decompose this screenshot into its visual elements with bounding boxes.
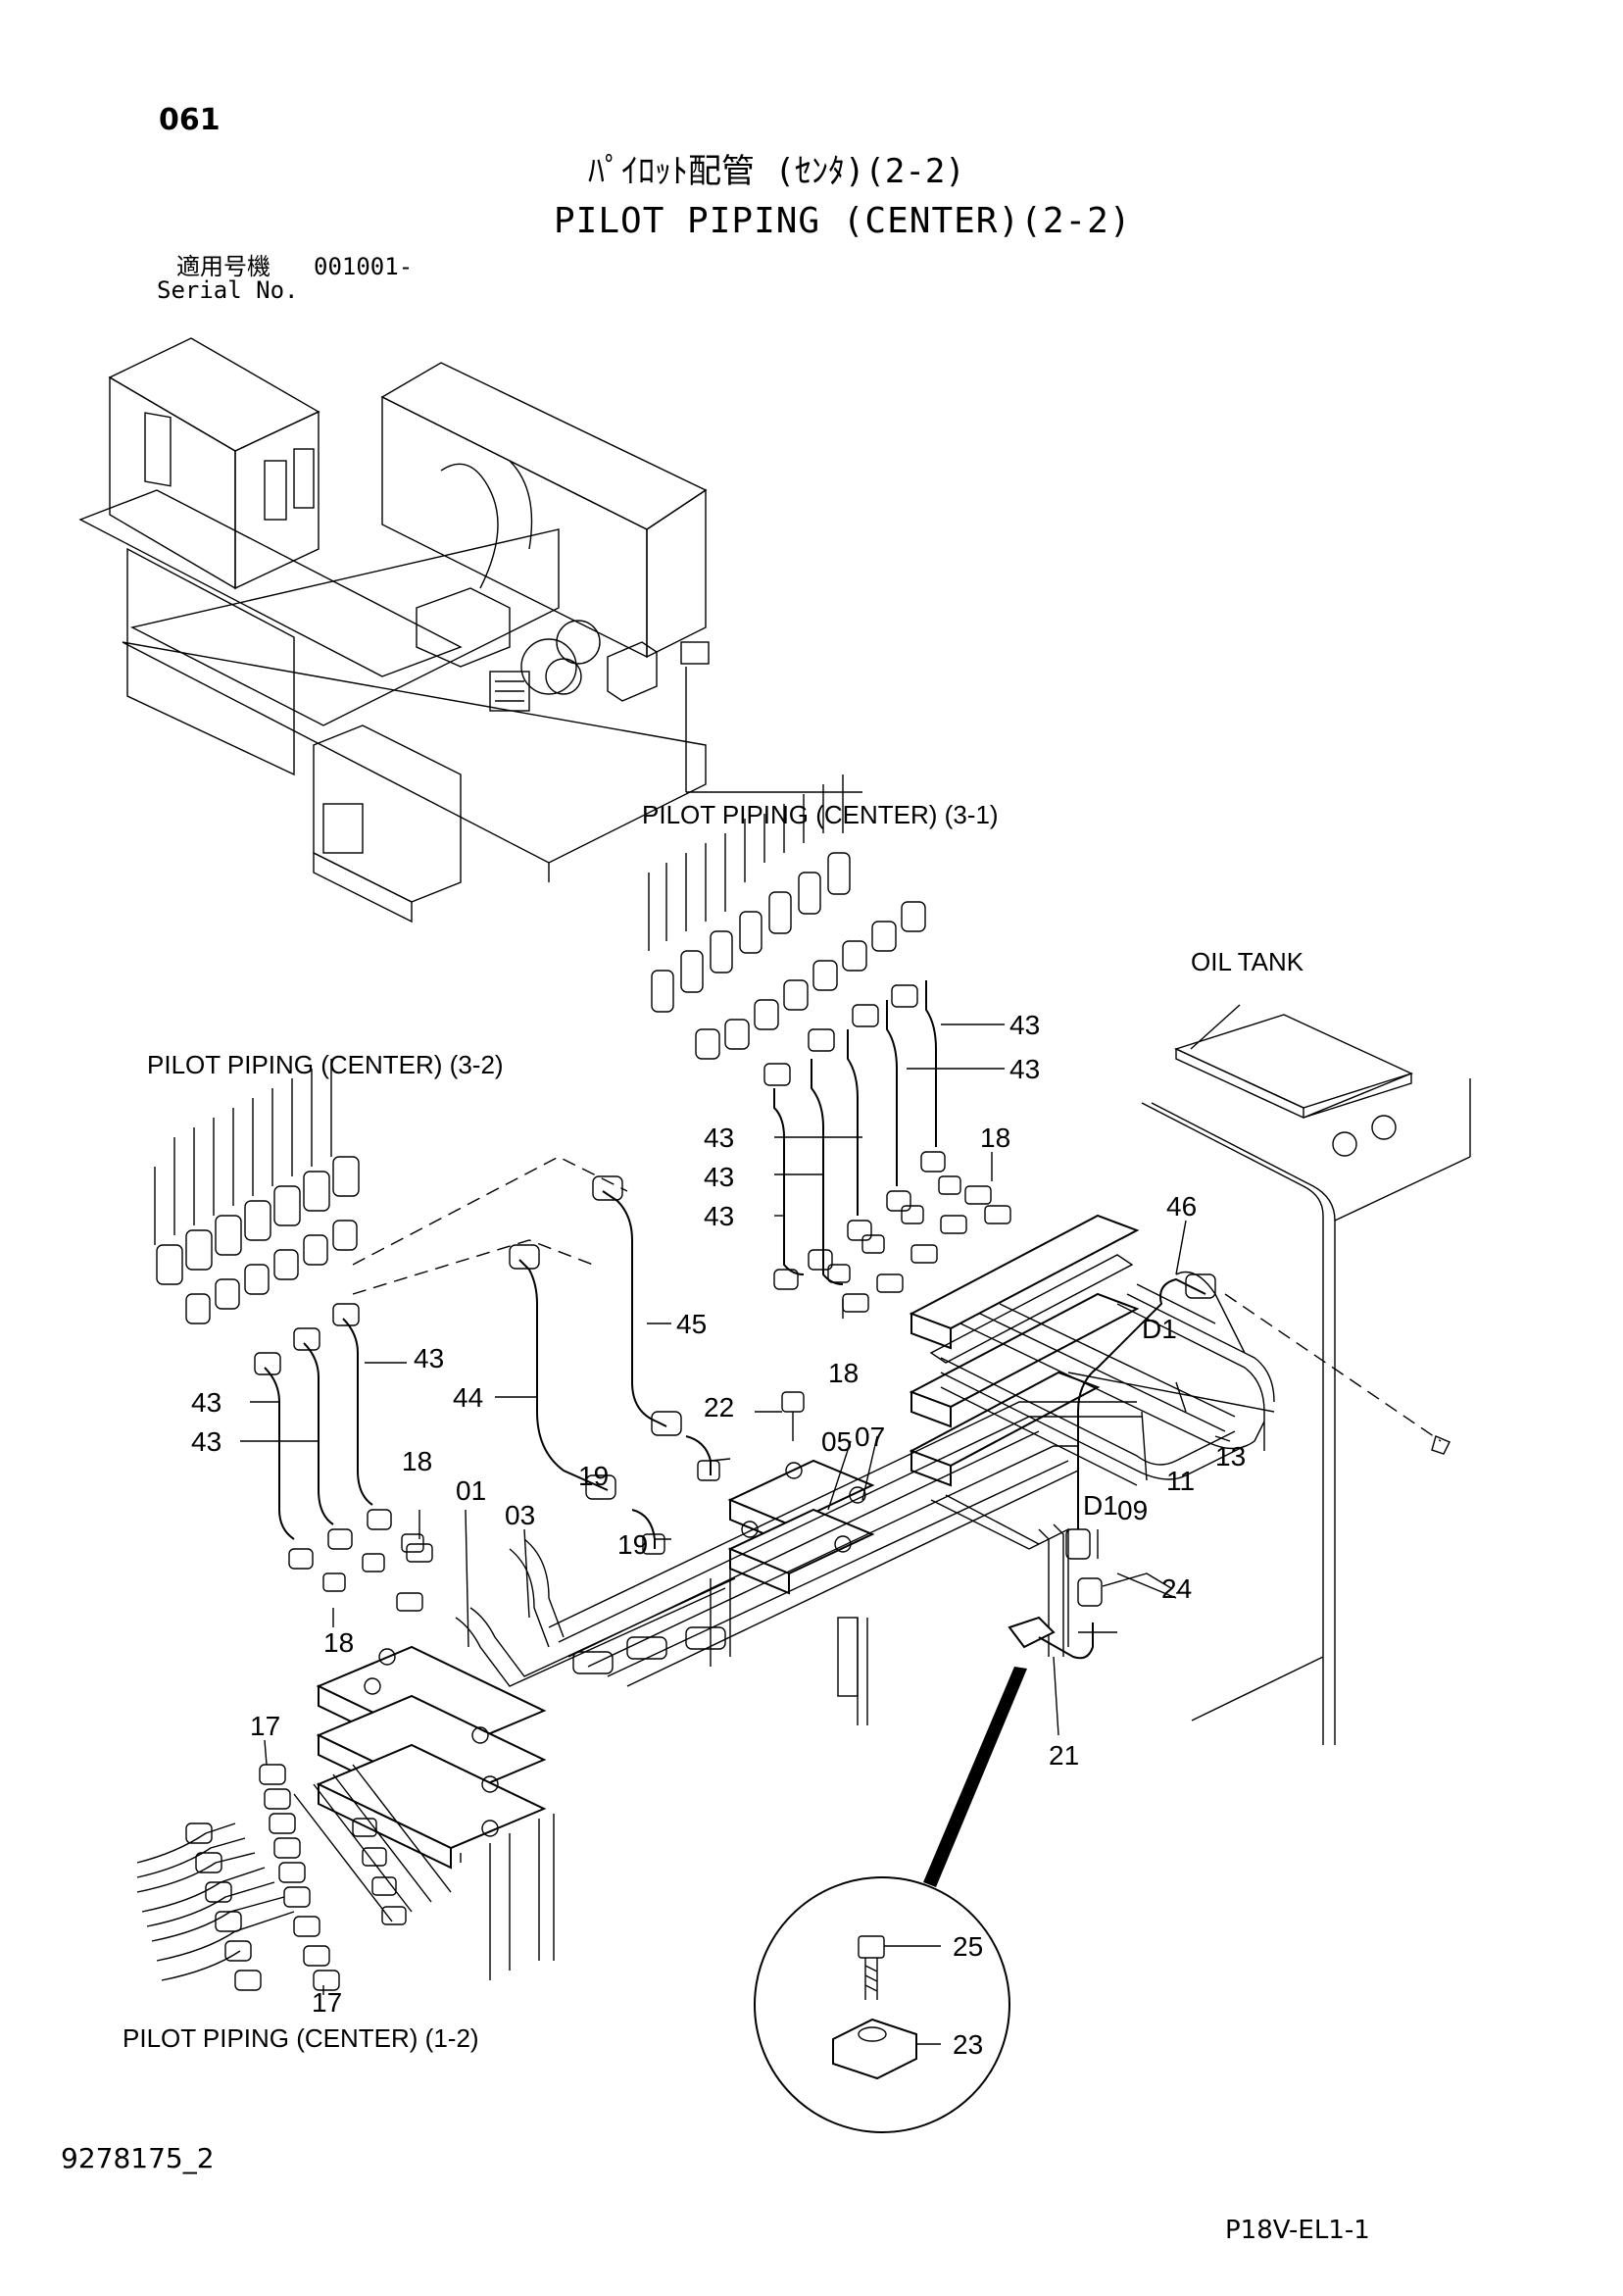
part-label-43: 43 xyxy=(414,1343,444,1373)
part-label-22: 22 xyxy=(704,1392,734,1423)
part-label-09: 09 xyxy=(1117,1495,1148,1525)
oil-tank-label: OIL TANK xyxy=(1191,947,1304,976)
part-label-43: 43 xyxy=(1009,1054,1040,1084)
manifold-lower-left xyxy=(136,1645,555,1991)
part-label-05: 05 xyxy=(821,1426,852,1457)
part-label-19: 19 xyxy=(578,1461,609,1491)
machine-overview xyxy=(78,337,710,923)
part-label-17: 17 xyxy=(312,1987,342,2018)
part-label-18: 18 xyxy=(828,1358,859,1388)
drawing-number: 9278175_2 xyxy=(61,2142,215,2174)
serial-label-english: Serial No. xyxy=(157,276,299,304)
serial-value: 001001- xyxy=(314,253,414,280)
title-english: PILOT PIPING (CENTER)(2-2) xyxy=(554,201,1132,241)
page-number: 061 xyxy=(159,103,221,137)
part-label-21: 21 xyxy=(1049,1740,1079,1771)
sheet-code: P18V-EL1-1 xyxy=(1225,2216,1370,2245)
part-label-44: 44 xyxy=(453,1382,483,1413)
part-label-43: 43 xyxy=(1009,1010,1040,1040)
part-label-43: 43 xyxy=(704,1123,734,1153)
ref-pilot-piping-1-2: PILOT PIPING (CENTER) (1-2) xyxy=(123,2023,479,2053)
part-label-13: 13 xyxy=(1215,1441,1246,1472)
title-japanese: ﾊﾟｲﾛｯﾄ配管 (ｾﾝﾀ)(2-2) xyxy=(588,152,965,191)
part-label-18: 18 xyxy=(402,1446,432,1476)
part-label-17: 17 xyxy=(250,1711,280,1741)
part-label-46: 46 xyxy=(1166,1191,1197,1222)
part-label-25: 25 xyxy=(953,1931,983,1962)
part-label-43: 43 xyxy=(191,1387,221,1418)
part-label-43: 43 xyxy=(704,1162,734,1192)
part-label-23: 23 xyxy=(953,2029,983,2060)
part-label-18: 18 xyxy=(980,1123,1010,1153)
manifold-center xyxy=(455,1401,1177,1725)
manifold-upper-right xyxy=(909,1214,1451,1560)
part-label-01: 01 xyxy=(456,1475,486,1506)
valve-cluster-upper xyxy=(648,774,1011,1313)
part-label-11: 11 xyxy=(1166,1466,1195,1496)
part-label-43: 43 xyxy=(191,1426,221,1457)
part-label-18: 18 xyxy=(323,1627,354,1658)
serial-label-japanese: 適用号機 xyxy=(176,253,270,280)
part-label-45: 45 xyxy=(676,1309,707,1339)
oil-tank xyxy=(1141,1014,1471,1745)
part-label-43: 43 xyxy=(704,1201,734,1231)
hoses-44-45 xyxy=(509,1175,805,1555)
part-label-d1: D1 xyxy=(1142,1314,1177,1344)
ref-pilot-piping-3-1: PILOT PIPING (CENTER) (3-1) xyxy=(642,800,999,829)
valve-cluster-left xyxy=(154,1059,628,1612)
part-label-07: 07 xyxy=(855,1422,885,1452)
leader-lines xyxy=(240,1004,1241,1995)
ref-pilot-piping-3-2: PILOT PIPING (CENTER) (3-2) xyxy=(147,1050,504,1079)
part-label-d1: D1 xyxy=(1083,1490,1118,1521)
part-label-24: 24 xyxy=(1161,1573,1192,1604)
part-label-03: 03 xyxy=(505,1500,535,1530)
detail-clamp xyxy=(754,1667,1027,2133)
part-label-19: 19 xyxy=(617,1529,648,1560)
